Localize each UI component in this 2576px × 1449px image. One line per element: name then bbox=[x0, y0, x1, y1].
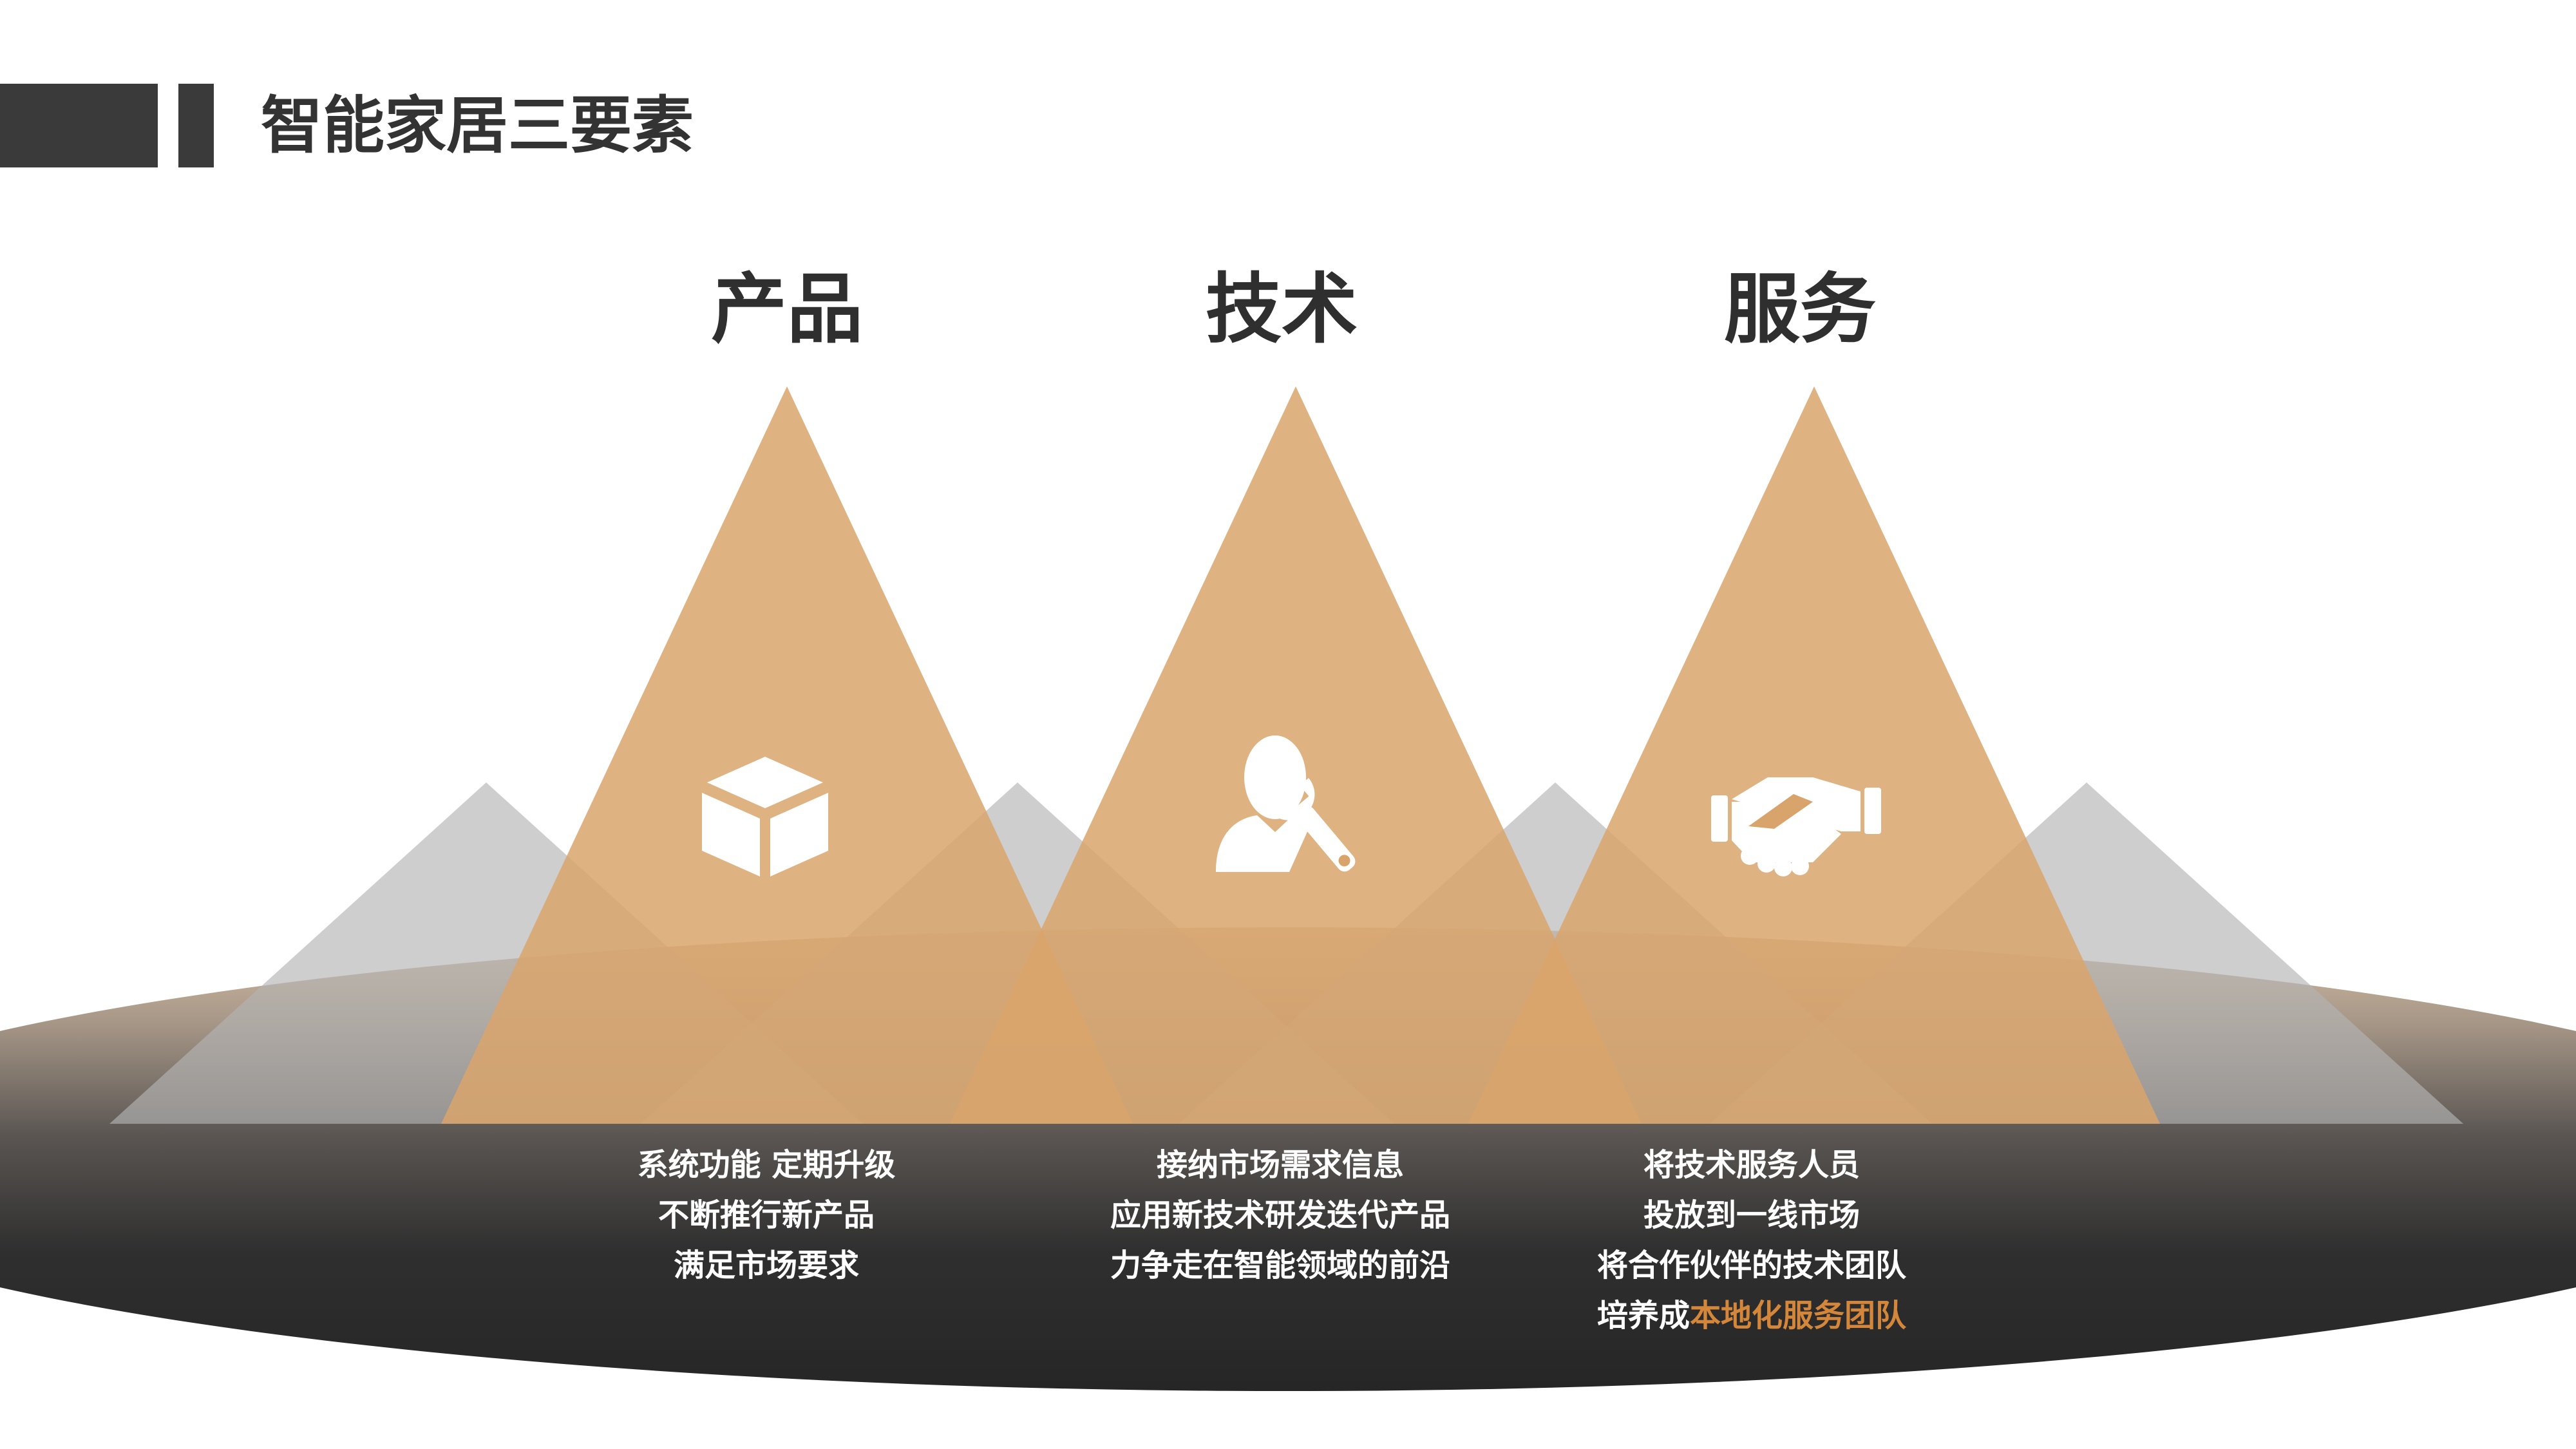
handshake-icon bbox=[1711, 777, 1881, 876]
desc-line: 系统功能 定期升级 bbox=[637, 1147, 896, 1183]
orange-peak-service bbox=[1468, 386, 2160, 1124]
desc-line: 不断推行新产品 bbox=[658, 1197, 875, 1233]
pillar-desc-service: 将技术服务人员 投放到一线市场 将合作伙伴的技术团队 培养成本地化服务团队 bbox=[1488, 1140, 2016, 1341]
header-bar bbox=[0, 84, 158, 167]
desc-highlight: 本地化服务团队 bbox=[1690, 1298, 1907, 1334]
pillar-desc-product: 系统功能 定期升级 不断推行新产品 满足市场要求 bbox=[502, 1140, 1030, 1291]
desc-line: 培养成本地化服务团队 bbox=[1488, 1291, 2016, 1341]
desc-line: 将技术服务人员 bbox=[1643, 1147, 1860, 1183]
desc-line: 满足市场要求 bbox=[673, 1247, 859, 1283]
pillar-title-product: 产品 bbox=[710, 265, 863, 354]
page-title: 智能家居三要素 bbox=[261, 90, 694, 162]
desc-line: 力争走在智能领域的前沿 bbox=[1110, 1247, 1450, 1283]
header-accent-bar bbox=[178, 84, 214, 167]
pillar-title-technology: 技术 bbox=[1205, 265, 1358, 354]
pillar-desc-technology: 接纳市场需求信息 应用新技术研发迭代产品 力争走在智能领域的前沿 bbox=[1016, 1140, 1544, 1291]
desc-line: 将合作伙伴的技术团队 bbox=[1596, 1247, 1906, 1283]
orange-peak-product bbox=[441, 386, 1133, 1124]
desc-line: 投放到一线市场 bbox=[1643, 1197, 1860, 1233]
user-wrench-icon bbox=[1216, 735, 1356, 872]
desc-line: 应用新技术研发迭代产品 bbox=[1110, 1197, 1450, 1233]
desc-line: 接纳市场需求信息 bbox=[1156, 1147, 1404, 1183]
desc-line-prefix: 培养成 bbox=[1596, 1298, 1690, 1334]
cube-icon bbox=[702, 757, 828, 876]
pillar-title-service: 服务 bbox=[1723, 265, 1876, 354]
